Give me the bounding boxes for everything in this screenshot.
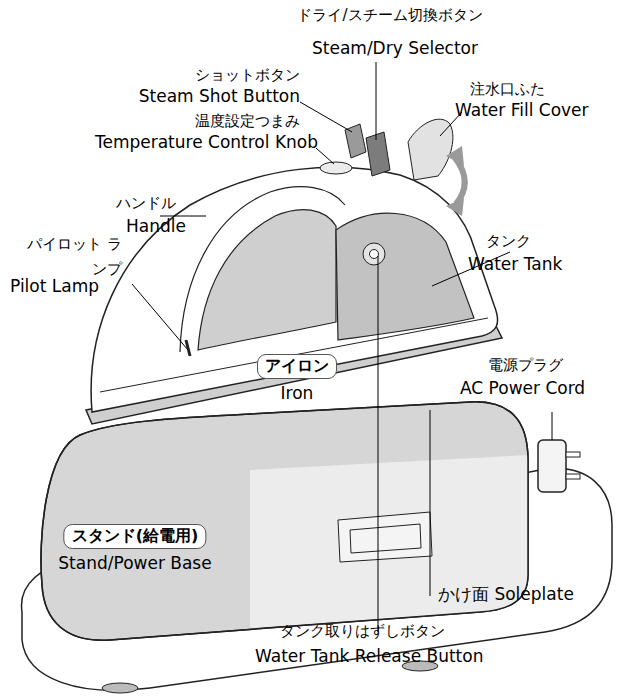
leader-line (316, 148, 334, 164)
part-name-box: アイロン Iron (257, 354, 337, 403)
leader-line (378, 256, 379, 632)
plug-prong (566, 474, 580, 479)
handle-grip (180, 187, 345, 352)
stand-body (41, 402, 528, 640)
part-label: かけ面 Soleplate (438, 584, 574, 604)
stand-slot-inner (350, 524, 421, 553)
leader-line (430, 410, 431, 596)
part-label: ハンドル (116, 194, 176, 212)
steam-shot-button (345, 124, 366, 158)
part-label: ドライ/スチーム切換ボタン (297, 6, 482, 24)
part-label: Pilot Lamp (10, 276, 99, 296)
part-label: 温度設定つまみ (195, 112, 300, 130)
part-label: パイロット ランプ (22, 232, 122, 282)
part-label: ショットボタン (195, 66, 300, 84)
tank-release-button (363, 243, 385, 265)
part-name-box: スタンド(給電用) Stand/Power Base (58, 524, 211, 573)
water-fill-cover (408, 119, 453, 180)
leader-line (376, 62, 377, 140)
iron-body (91, 167, 497, 412)
rotate-arrow-head (446, 146, 464, 166)
part-label: Steam Shot Button (139, 86, 300, 106)
part-label: Temperature Control Knob (95, 132, 318, 152)
leader-line (552, 412, 553, 440)
part-name-badge: アイロン (257, 354, 337, 379)
part-label: 電源プラグ (488, 356, 563, 374)
part-label: Water Fill Cover (455, 100, 589, 120)
part-name-english: Iron (257, 383, 337, 403)
rotate-arrow-head (446, 198, 464, 216)
part-label: タンク (486, 232, 531, 250)
temperature-knob (320, 162, 352, 174)
part-label: AC Power Cord (460, 378, 585, 398)
leader-line (132, 284, 188, 350)
power-plug (538, 440, 566, 492)
leader-line (300, 102, 352, 132)
part-label: 注水口ふた (470, 80, 545, 98)
steam-dry-selector (366, 132, 390, 176)
part-label: Steam/Dry Selector (312, 38, 478, 58)
part-label: タンク取りはずしボタン (280, 622, 445, 640)
tank-release-button-center (370, 250, 379, 259)
part-label: Water Tank Release Button (255, 646, 483, 666)
part-name-badge: スタンド(給電用) (64, 524, 207, 549)
part-name-english: Stand/Power Base (58, 553, 211, 573)
stand-outline (41, 402, 528, 640)
stand-foot (102, 683, 138, 693)
stand-slot (338, 512, 432, 562)
plug-prong (566, 452, 580, 457)
part-label: Handle (126, 216, 186, 236)
part-label: Water Tank (468, 254, 562, 274)
